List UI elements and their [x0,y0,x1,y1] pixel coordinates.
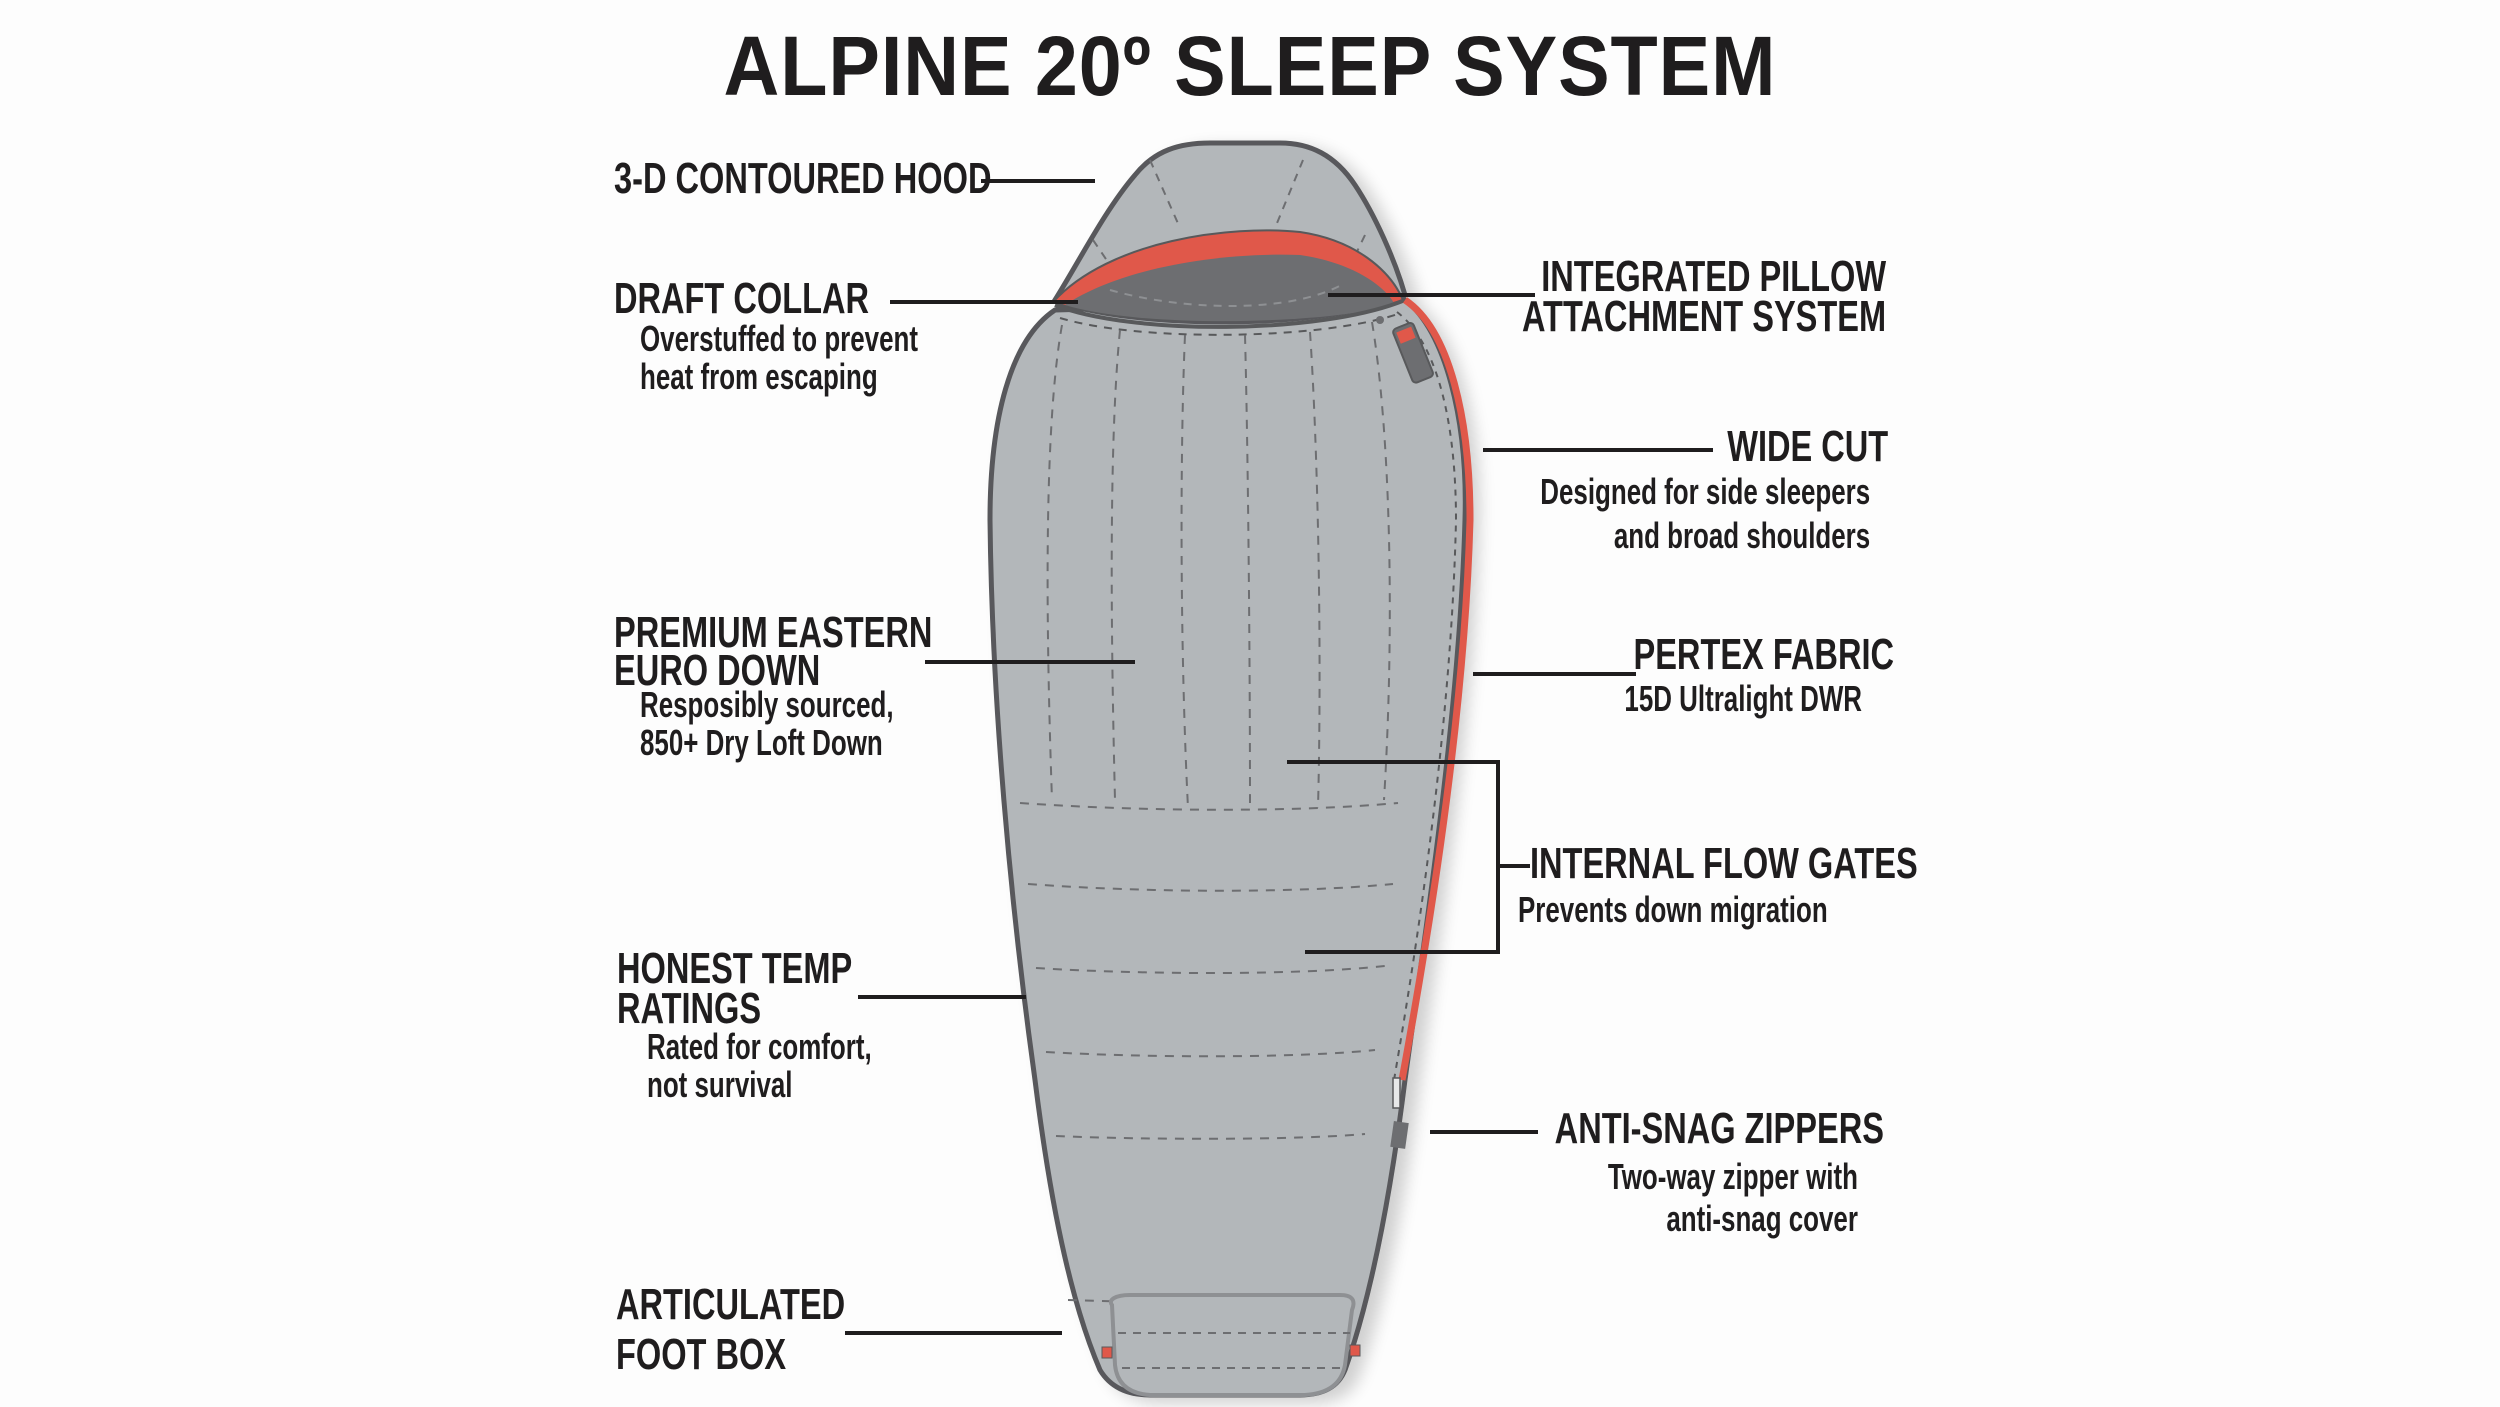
leader-lines [845,179,1713,1335]
callout-flow-gates-heading: INTERNAL FLOW GATES [1530,839,1918,888]
zipper-tag [1390,1121,1409,1149]
foot-loop-right [1349,1344,1361,1357]
callout-draft-collar-desc-2: heat from escaping [640,356,878,397]
callout-zippers-heading: ANTI-SNAG ZIPPERS [1554,1104,1884,1153]
callout-temp-ratings-heading-2: RATINGS [617,984,762,1033]
callout-down-desc-2: 850+ Dry Loft Down [640,722,883,763]
callout-down-heading-1: PREMIUM EASTERN [614,608,933,657]
callout-pertex-heading: PERTEX FABRIC [1633,630,1894,679]
callout-hood-heading: 3-D CONTOURED HOOD [614,154,992,203]
zipper-pull-top [1376,316,1384,324]
callout-pertex-desc: 15D Ultralight DWR [1624,678,1862,719]
hood-opening [1065,254,1395,322]
hood-stitching [1092,159,1366,263]
callout-wide-cut-heading: WIDE CUT [1727,422,1888,471]
callout-down-heading-2: EURO DOWN [614,646,821,695]
diagram-title: ALPINE 20º SLEEP SYSTEM [723,19,1777,113]
callout-foot-box-heading-2: FOOT BOX [616,1330,787,1379]
callout-foot-box-heading-1: ARTICULATED [616,1280,846,1329]
foot-loop-left [1101,1346,1113,1359]
callout-wide-cut-desc-1: Designed for side sleepers [1540,471,1870,512]
foot-box [1109,1293,1356,1397]
callout-temp-ratings-heading-1: HONEST TEMP [617,944,853,993]
callout-flow-gates-desc: Prevents down migration [1518,889,1828,930]
callout-zippers-desc-2: anti-snag cover [1666,1198,1858,1239]
zipper-slider [1392,1077,1401,1109]
callout-pillow: INTEGRATED PILLOW ATTACHMENT SYSTEM [1394,252,1886,341]
callout-zippers: ANTI-SNAG ZIPPERS Two-way zipper with an… [1439,1104,1884,1240]
brand-tag [1392,321,1434,384]
callout-pillow-heading-1: INTEGRATED PILLOW [1541,252,1886,301]
callout-wide-cut-desc-2: and broad shoulders [1613,515,1870,556]
callout-draft-collar-desc-1: Overstuffed to prevent [640,318,918,359]
callout-draft-collar: DRAFT COLLAR Overstuffed to prevent heat… [614,274,1026,397]
callout-down-desc-1: Resposibly sourced, [640,684,894,725]
callout-temp-ratings-desc-1: Rated for comfort, [647,1026,872,1067]
callout-temp-ratings-desc-2: not survival [647,1064,793,1105]
vertical-baffle-stitching [1046,321,1391,811]
callout-pillow-heading-2: ATTACHMENT SYSTEM [1521,292,1886,341]
callout-temp-ratings: HONEST TEMP RATINGS Rated for comfort, n… [617,944,959,1105]
callout-down: PREMIUM EASTERN EURO DOWN Resposibly sou… [614,608,1044,763]
callout-draft-collar-heading: DRAFT COLLAR [614,274,870,323]
callout-foot-box: ARTICULATED FOOT BOX [616,1280,926,1380]
callout-zippers-desc-1: Two-way zipper with [1607,1156,1858,1197]
callout-wide-cut: WIDE CUT Designed for side sleepers and … [1412,422,1888,558]
callout-hood: 3-D CONTOURED HOOD [614,154,1124,203]
callout-flow-gates: INTERNAL FLOW GATES Prevents down migrat… [1518,839,2054,929]
side-zipper [1398,297,1474,1081]
callout-pertex: PERTEX FABRIC 15D Ultralight DWR [1532,630,1894,719]
